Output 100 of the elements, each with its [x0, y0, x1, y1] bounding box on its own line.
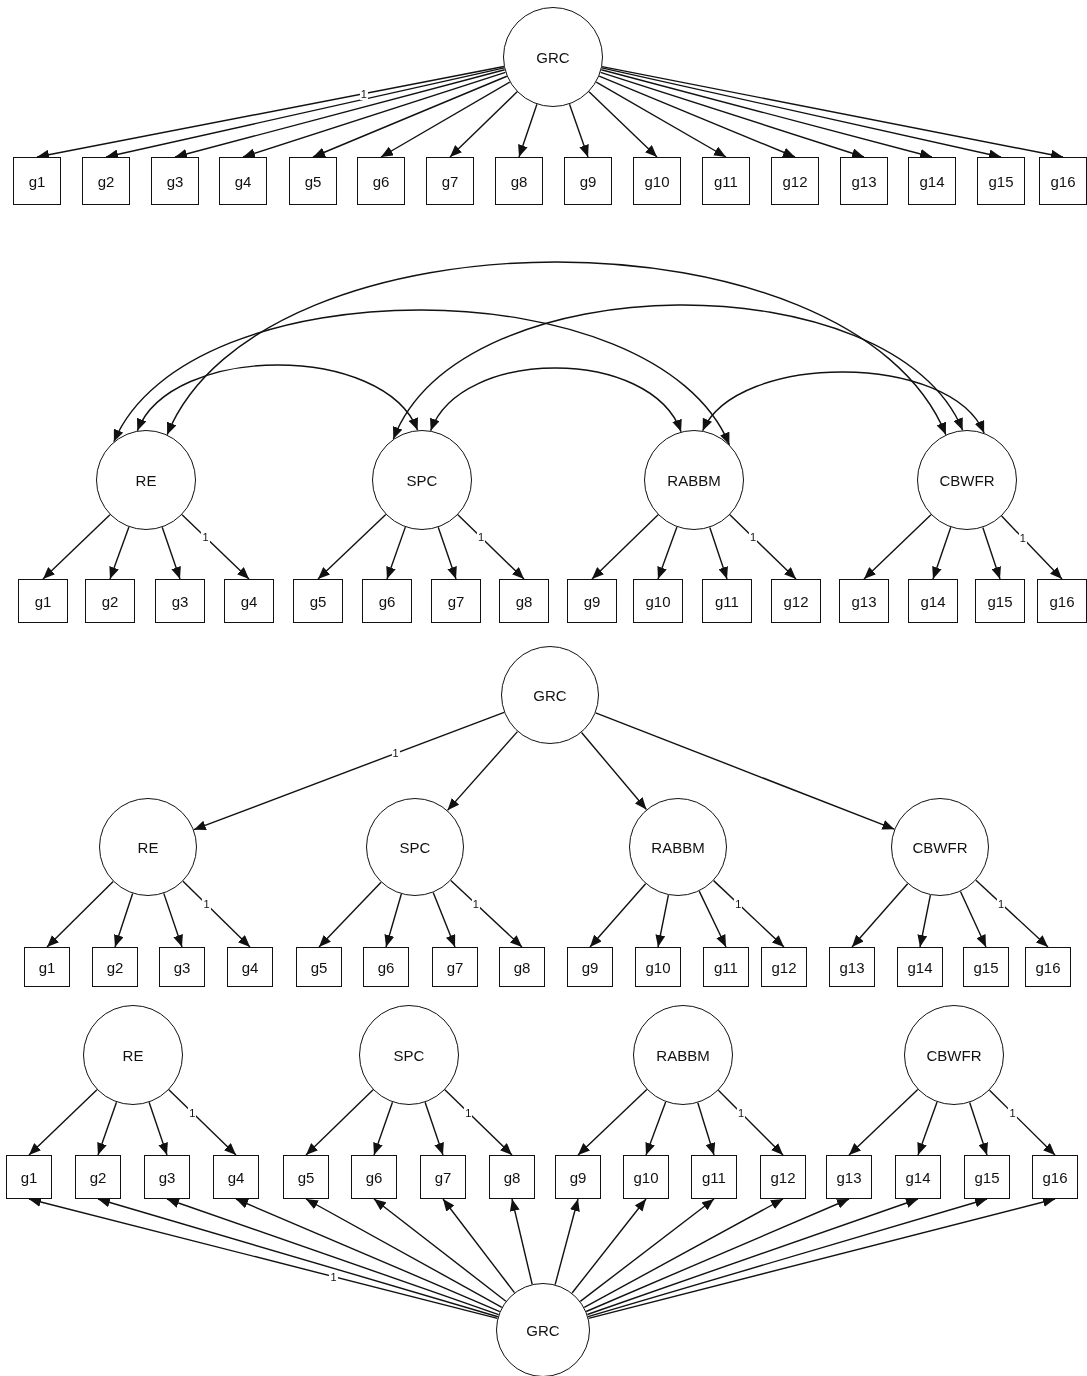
- latent-circle: GRC: [503, 7, 603, 107]
- arrow: [380, 81, 511, 158]
- indicator-box: g12: [761, 947, 807, 987]
- edge-label: 1: [188, 1106, 197, 1119]
- arrow: [594, 712, 896, 830]
- arrow: [163, 892, 183, 948]
- indicator-box: g2: [75, 1155, 121, 1199]
- arrow: [571, 1198, 647, 1294]
- arrow: [318, 881, 382, 948]
- indicator-box: g10: [635, 947, 681, 987]
- indicator-box: g12: [760, 1155, 806, 1199]
- arrow: [588, 90, 658, 158]
- arrow: [386, 526, 407, 580]
- edge-label: 1: [359, 87, 368, 100]
- arrow: [174, 69, 506, 159]
- indicator-box: g9: [567, 579, 617, 623]
- indicator-box: g4: [219, 157, 267, 205]
- arrow: [312, 75, 508, 158]
- arrow: [450, 879, 523, 948]
- edge-label: 1: [1008, 1106, 1017, 1119]
- arrow: [863, 513, 932, 580]
- arrow: [193, 711, 505, 831]
- indicator-box: g3: [155, 579, 205, 623]
- indicator-box: g6: [357, 157, 405, 205]
- latent-circle: RABBM: [633, 1005, 733, 1105]
- edge-label: 1: [391, 747, 400, 760]
- indicator-box: g13: [829, 947, 875, 987]
- arrow: [168, 1089, 237, 1156]
- arrow: [235, 1198, 501, 1313]
- latent-circle: SPC: [366, 798, 464, 896]
- arrow: [305, 1198, 503, 1308]
- arrow: [587, 1197, 988, 1318]
- arrow: [657, 526, 678, 580]
- arrow: [645, 1101, 667, 1156]
- indicator-box: g5: [283, 1155, 329, 1199]
- double-headed-arrow: [166, 261, 947, 436]
- indicator-box: g8: [495, 157, 543, 205]
- indicator-box: g15: [963, 947, 1009, 987]
- arrow: [554, 1198, 580, 1286]
- arrow: [975, 879, 1049, 948]
- arrow: [988, 1089, 1056, 1156]
- latent-circle: SPC: [372, 430, 472, 530]
- arrow: [600, 69, 933, 159]
- arrow: [424, 1101, 444, 1156]
- arrow: [982, 526, 1001, 580]
- arrow: [437, 526, 457, 580]
- arrow: [568, 103, 589, 158]
- arrow: [46, 880, 114, 948]
- arrow: [851, 883, 909, 948]
- indicator-box: g8: [499, 579, 549, 623]
- indicator-box: g6: [362, 579, 412, 623]
- indicator-box: g4: [227, 947, 273, 987]
- arrow: [432, 891, 456, 948]
- edge-label: 1: [329, 1270, 338, 1283]
- edge-label: 1: [471, 897, 480, 910]
- indicator-box: g5: [289, 157, 337, 205]
- indicator-box: g7: [431, 579, 481, 623]
- indicator-box: g6: [363, 947, 409, 987]
- indicator-box: g16: [1032, 1155, 1078, 1199]
- latent-circle: RABBM: [644, 430, 744, 530]
- indicator-box: g3: [159, 947, 205, 987]
- arrow: [109, 526, 130, 580]
- indicator-box: g13: [839, 579, 889, 623]
- edge-label: 1: [476, 531, 486, 544]
- indicator-box: g1: [18, 579, 68, 623]
- arrow: [97, 1101, 118, 1156]
- latent-circle: RABBM: [629, 798, 727, 896]
- indicator-box: g14: [908, 157, 956, 205]
- arrow: [42, 513, 111, 580]
- arrow: [442, 1198, 516, 1294]
- indicator-box: g11: [691, 1155, 737, 1199]
- latent-circle: CBWFR: [891, 798, 989, 896]
- arrow: [717, 1089, 784, 1156]
- arrow: [509, 1198, 533, 1285]
- arrow: [577, 1088, 648, 1156]
- indicator-box: g11: [702, 157, 750, 205]
- indicator-box: g16: [1039, 157, 1087, 205]
- arrow: [384, 893, 403, 948]
- indicator-box: g13: [826, 1155, 872, 1199]
- double-headed-arrow: [701, 371, 985, 434]
- arrow: [598, 75, 796, 158]
- indicator-box: g8: [499, 947, 545, 987]
- indicator-box: g14: [895, 1155, 941, 1199]
- arrow: [114, 892, 134, 948]
- arrow: [917, 894, 932, 948]
- indicator-box: g10: [633, 157, 681, 205]
- indicator-box: g2: [82, 157, 130, 205]
- arrow: [28, 1088, 98, 1156]
- edge-label: 1: [997, 897, 1006, 910]
- indicator-box: g1: [6, 1155, 52, 1199]
- arrow: [148, 1101, 168, 1156]
- indicator-box: g14: [908, 579, 958, 623]
- latent-circle: SPC: [359, 1005, 459, 1105]
- arrow: [97, 1197, 499, 1318]
- indicator-box: g12: [771, 157, 819, 205]
- edge-label: 1: [464, 1106, 473, 1119]
- indicator-box: g2: [85, 579, 135, 623]
- indicator-box: g7: [420, 1155, 466, 1199]
- indicator-box: g10: [633, 579, 683, 623]
- indicator-box: g16: [1025, 947, 1071, 987]
